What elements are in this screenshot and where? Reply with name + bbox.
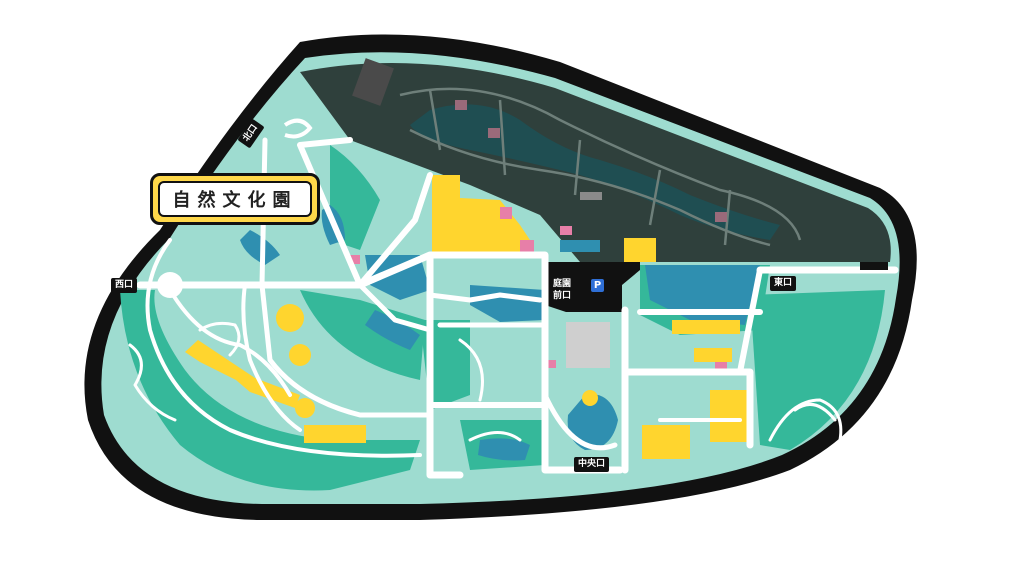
- central-plaza: [566, 322, 610, 368]
- garden-front-gate-label[interactable]: 庭園 前口: [551, 278, 573, 302]
- park-title-inner: 自然文化園: [158, 181, 312, 217]
- center-gate-label[interactable]: 中央口: [574, 457, 610, 472]
- north-gate-loop: [283, 118, 313, 139]
- yellow-facilities: [185, 175, 750, 459]
- dark-zone-hut-3: [715, 212, 727, 222]
- park-title: 自然文化園: [172, 190, 298, 211]
- garden-front-gate-line1: 庭園: [552, 279, 571, 289]
- dark-zone-hut-2: [488, 128, 500, 138]
- east-gate-label[interactable]: 東口: [770, 276, 797, 291]
- east-gate-barrier: [860, 262, 888, 270]
- dark-zone-hut-4: [580, 192, 602, 200]
- pink-buildings: [350, 207, 727, 370]
- dark-zone-hut: [455, 100, 467, 110]
- west-roundabout: [157, 272, 183, 298]
- west-gate-label[interactable]: 西口: [111, 278, 138, 293]
- dark-zone-paths: [399, 87, 802, 247]
- parking-icon[interactable]: P: [591, 279, 604, 292]
- roads: [128, 137, 899, 479]
- park-title-box: 自然文化園: [150, 173, 320, 225]
- dark-zone-building: [352, 58, 394, 106]
- garden-front-gate-line2: 前口: [552, 291, 571, 301]
